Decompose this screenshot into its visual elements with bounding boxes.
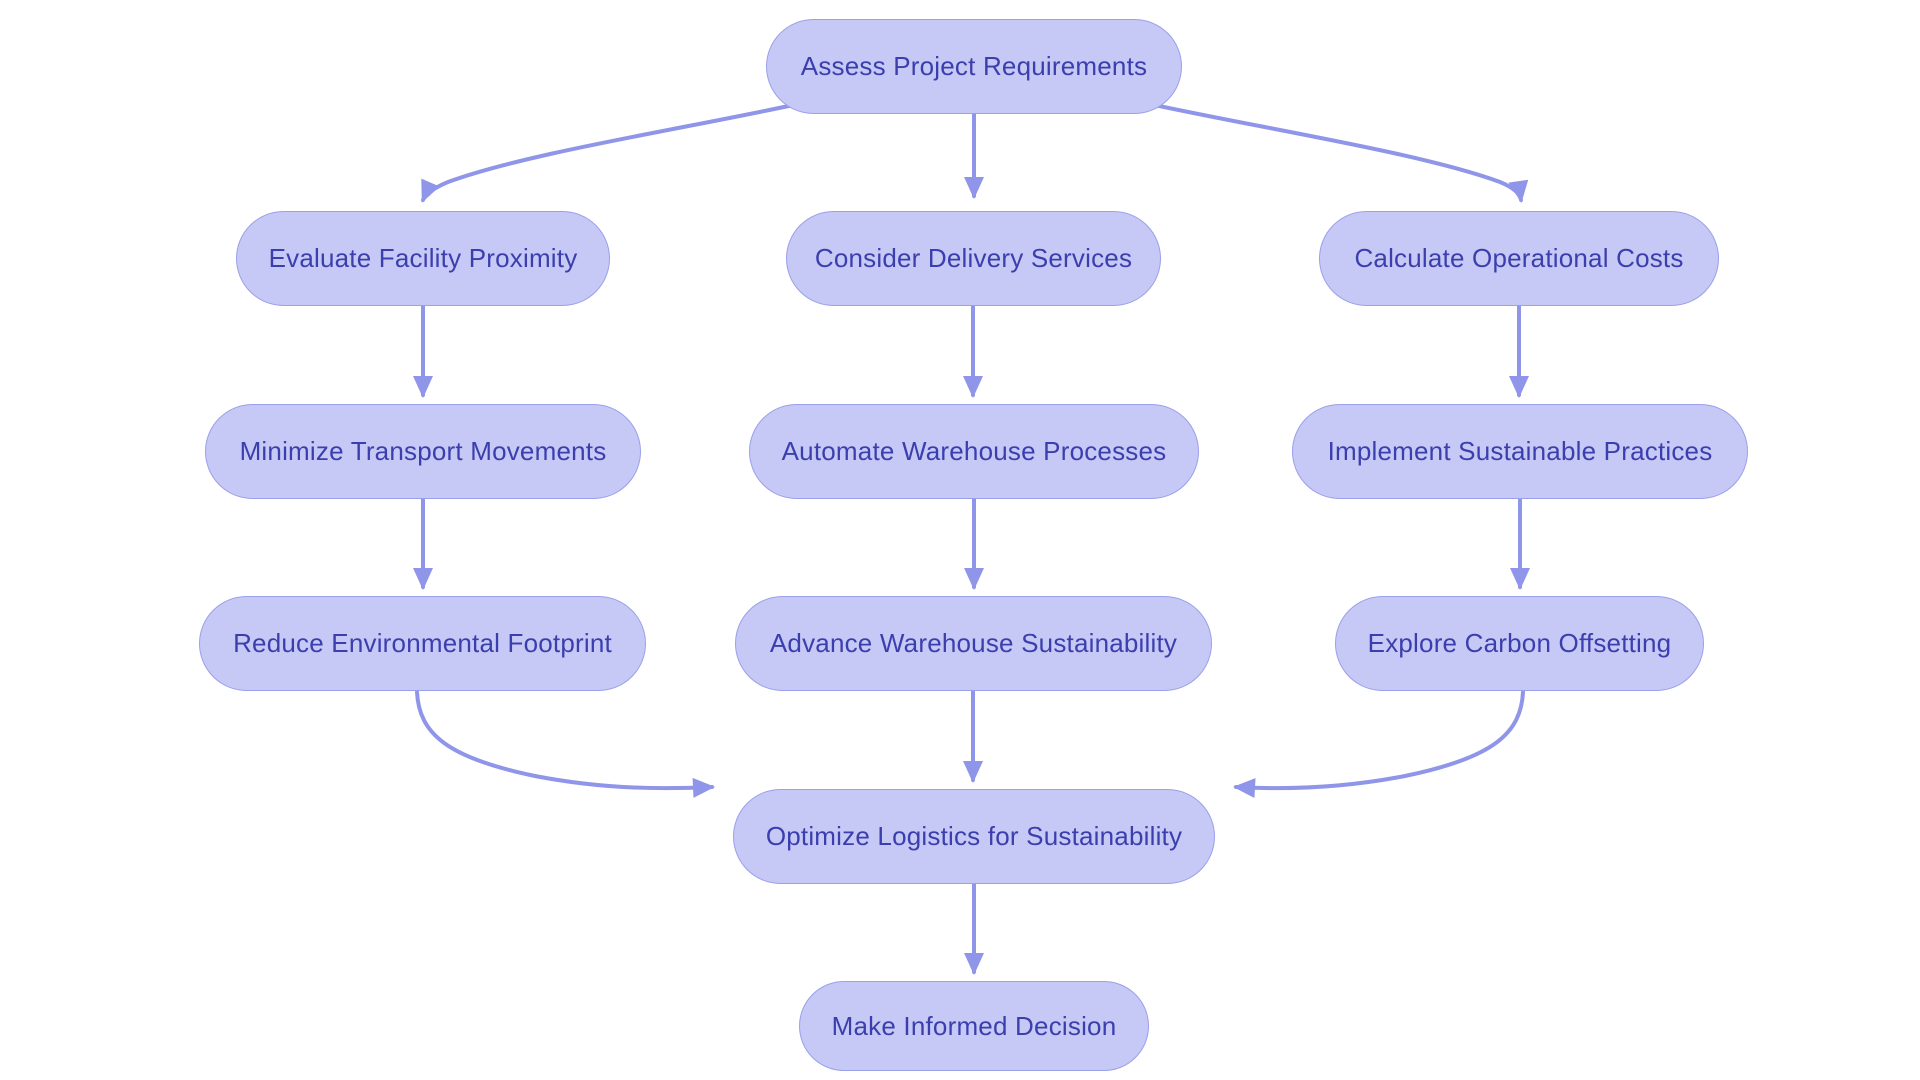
node-minimize-transport-movements: Minimize Transport Movements: [205, 404, 641, 499]
node-assess-project-requirements: Assess Project Requirements: [766, 19, 1182, 114]
node-label: Calculate Operational Costs: [1354, 243, 1684, 273]
node-label: Explore Carbon Offsetting: [1367, 628, 1672, 658]
node-explore-carbon-offsetting: Explore Carbon Offsetting: [1335, 596, 1704, 691]
edge-reduce-to-optimize: [415, 690, 715, 798]
node-label: Assess Project Requirements: [800, 51, 1148, 81]
node-consider-delivery-services: Consider Delivery Services: [786, 211, 1161, 306]
node-label: Evaluate Facility Proximity: [268, 243, 578, 273]
node-label: Reduce Environmental Footprint: [233, 628, 612, 658]
node-label: Make Informed Decision: [831, 1010, 1117, 1041]
node-optimize-logistics-for-sustainability: Optimize Logistics for Sustainability: [733, 789, 1215, 884]
node-make-informed-decision: Make Informed Decision: [799, 981, 1149, 1071]
node-automate-warehouse-processes: Automate Warehouse Processes: [749, 404, 1199, 499]
node-advance-warehouse-sustainability: Advance Warehouse Sustainability: [735, 596, 1212, 691]
edge-assess-to-calculate: [1134, 99, 1529, 203]
node-label: Advance Warehouse Sustainability: [769, 628, 1178, 658]
node-label: Optimize Logistics for Sustainability: [765, 821, 1183, 851]
edge-assess-to-evaluate: [421, 99, 814, 203]
node-label: Minimize Transport Movements: [239, 436, 607, 466]
node-evaluate-facility-proximity: Evaluate Facility Proximity: [236, 211, 610, 306]
node-calculate-operational-costs: Calculate Operational Costs: [1319, 211, 1719, 306]
node-label: Consider Delivery Services: [814, 243, 1133, 273]
node-label: Automate Warehouse Processes: [781, 436, 1167, 466]
node-implement-sustainable-practices: Implement Sustainable Practices: [1292, 404, 1748, 499]
node-reduce-environmental-footprint: Reduce Environmental Footprint: [199, 596, 646, 691]
node-label: Implement Sustainable Practices: [1327, 436, 1713, 466]
edge-explore-to-optimize: [1233, 690, 1525, 799]
